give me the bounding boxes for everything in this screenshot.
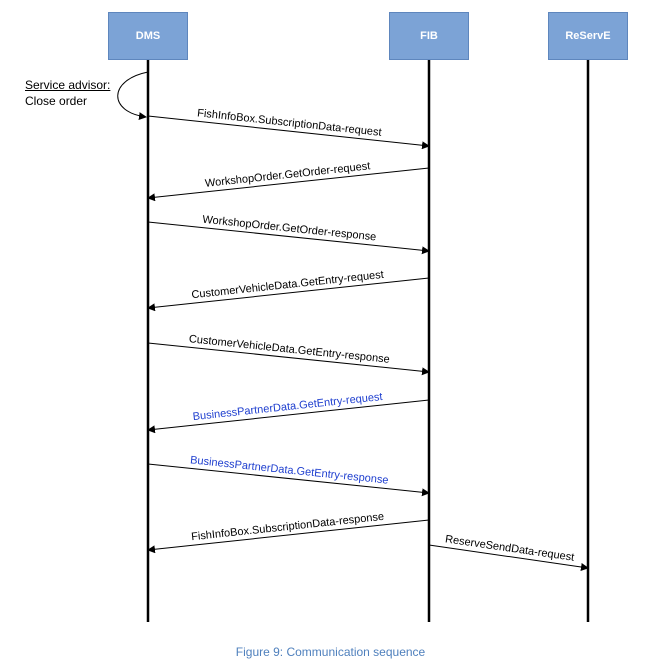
participant-reserve: ReServE [548, 12, 628, 60]
message-label: BusinessPartnerData.GetEntry-request [192, 391, 383, 423]
message-arrow [147, 399, 430, 434]
message-label: FishInfoBox.SubscriptionData-request [197, 107, 382, 139]
note-action: Close order [25, 94, 88, 108]
messages-layer: FishInfoBox.SubscriptionData-requestWork… [147, 107, 589, 571]
message-arrow [147, 463, 430, 497]
message-label: ReserveSendData-request [444, 533, 575, 564]
participant-fib: FIB [389, 12, 469, 60]
message-arrow [428, 544, 589, 571]
message-arrow [147, 277, 430, 312]
message-arrow [147, 115, 430, 150]
message-arrow [147, 519, 430, 554]
message-arrow [147, 167, 430, 202]
message-arrow [147, 342, 430, 376]
self-message-note: Service advisor: Close order [25, 77, 110, 109]
message-label: CustomerVehicleData.GetEntry-response [188, 333, 390, 366]
participant-label: FIB [420, 30, 438, 42]
note-role: Service advisor: [25, 78, 111, 92]
self-loop-arrow [117, 71, 149, 121]
message-label: FishInfoBox.SubscriptionData-response [191, 511, 385, 543]
figure-caption: Figure 9: Communication sequence [235, 645, 426, 659]
message-arrow [147, 221, 430, 255]
message-label: WorkshopOrder.GetOrder-request [204, 160, 370, 190]
message-label: BusinessPartnerData.GetEntry-response [190, 454, 390, 486]
participant-label: DMS [135, 30, 161, 42]
participant-label: ReServE [565, 30, 611, 42]
participant-dms: DMS [108, 12, 188, 60]
message-label: CustomerVehicleData.GetEntry-request [191, 269, 384, 301]
message-label: WorkshopOrder.GetOrder-response [202, 214, 377, 244]
